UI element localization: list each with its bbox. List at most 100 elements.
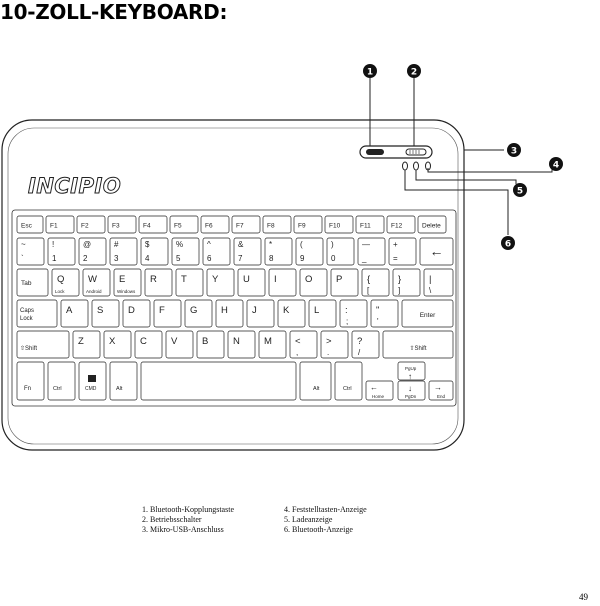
key-label: Ctrl — [343, 386, 352, 392]
key-f12 — [386, 215, 416, 234]
key-label: Ctrl — [53, 386, 62, 392]
key-q-row — [299, 268, 328, 297]
key-label-sub: Windows — [117, 289, 136, 294]
key-label-top: Y — [212, 274, 219, 285]
key-label-top: ! — [52, 240, 54, 249]
key-label-bottom: 8 — [269, 254, 274, 263]
key-a-row — [277, 299, 306, 328]
legend-item: 6. Bluetooth-Anzeige — [284, 525, 353, 534]
key-f1 — [45, 215, 75, 234]
keyboard-inner-edge — [7, 127, 459, 445]
key-label-top: V — [171, 336, 178, 347]
key-label-bottom: [ — [367, 286, 370, 295]
key-a-row — [215, 299, 244, 328]
key-label-bottom: ; — [346, 317, 348, 326]
key-label-top: " — [376, 305, 379, 316]
key-num — [202, 237, 231, 266]
key-f4 — [138, 215, 168, 234]
key-z-row — [289, 330, 318, 359]
callout-2: 2 — [411, 68, 417, 78]
key-label-top: | — [429, 274, 431, 285]
key-a-row — [370, 299, 399, 328]
key-f5 — [169, 215, 199, 234]
key-q-row — [51, 268, 80, 297]
key-label-top: O — [305, 274, 312, 285]
key-label-sub: Lock — [55, 289, 65, 294]
key-label-top: H — [221, 305, 228, 316]
key-label-top: G — [190, 305, 197, 316]
key-label-bottom: / — [358, 348, 361, 357]
key-label-top: ( — [300, 240, 303, 249]
key-f10 — [324, 215, 354, 234]
key-f9 — [293, 215, 323, 234]
key-q-row — [392, 268, 421, 297]
key-label-top: { — [367, 274, 370, 285]
key-label: Tab — [21, 280, 32, 287]
key-label-bottom: \ — [429, 286, 432, 295]
key-label-bottom: 7 — [238, 254, 243, 263]
incipio-logo: INCIPIO — [28, 174, 121, 198]
key-label-top: ) — [331, 240, 334, 249]
key-label-bottom: = — [393, 254, 398, 263]
key-label-top: L — [314, 305, 319, 316]
key-label: F6 — [205, 223, 213, 230]
key-num — [264, 237, 293, 266]
key-label-top: Z — [78, 336, 84, 347]
key-num — [16, 237, 45, 266]
key-label: CMD — [85, 386, 97, 392]
key-label-top: X — [109, 336, 116, 347]
key-num — [233, 237, 262, 266]
key-q-row — [82, 268, 111, 297]
key-a-row — [153, 299, 182, 328]
key-label-top: N — [233, 336, 240, 347]
key-label: F1 — [50, 223, 58, 230]
key-q-row — [423, 268, 454, 297]
key-label-bottom: _ — [361, 254, 367, 263]
key-num — [295, 237, 324, 266]
key-alt-right — [299, 361, 332, 401]
key-q-row — [175, 268, 204, 297]
key-num — [140, 237, 169, 266]
key-label-bottom: . — [327, 348, 329, 357]
key-a-row — [246, 299, 275, 328]
key-num — [357, 237, 386, 266]
callout-4: 4 — [553, 161, 559, 171]
key-label-bottom: 3 — [114, 254, 119, 263]
key-f7 — [231, 215, 261, 234]
pairing-button-shape — [366, 149, 384, 155]
key-label-top: T — [181, 274, 187, 285]
key-label-sub: Android — [86, 289, 102, 294]
key-label-top: ? — [357, 336, 362, 347]
key-label: F11 — [360, 223, 371, 230]
legend-right: 4. Feststelltasten-Anzeige 5. Ladeanzeig… — [284, 505, 367, 535]
key-q-row — [268, 268, 297, 297]
key-label: F5 — [174, 223, 182, 230]
key-label-bottom: ` — [21, 254, 24, 263]
key-a-row — [122, 299, 151, 328]
key-label-top: * — [269, 240, 272, 249]
key-z-row — [258, 330, 287, 359]
key-label: F10 — [329, 223, 341, 230]
key-q-row — [237, 268, 266, 297]
key-z-row — [196, 330, 225, 359]
key-label-bottom: ' — [377, 317, 379, 326]
key-label-bottom: 2 — [83, 254, 88, 263]
key-label-top: W — [88, 274, 97, 285]
callout-6: 6 — [505, 240, 511, 250]
key-label-top: I — [274, 274, 277, 285]
key-label: End — [437, 394, 446, 399]
key-z-row — [351, 330, 380, 359]
key-a-row — [308, 299, 337, 328]
key-num — [47, 237, 76, 266]
key-label-top: + — [393, 240, 398, 249]
key-label-top: E — [119, 274, 125, 285]
key-z-row — [165, 330, 194, 359]
key-label-bottom: 9 — [300, 254, 305, 263]
legend-left: 1. Bluetooth-Kopplungstaste 2. Betriebss… — [142, 505, 234, 535]
callout-badges — [363, 64, 563, 250]
key-label: ⇧Shift — [409, 345, 426, 352]
key-q-row — [206, 268, 235, 297]
key-label: F8 — [267, 223, 275, 230]
key-label-top: U — [243, 274, 250, 285]
key-q-row — [144, 268, 173, 297]
